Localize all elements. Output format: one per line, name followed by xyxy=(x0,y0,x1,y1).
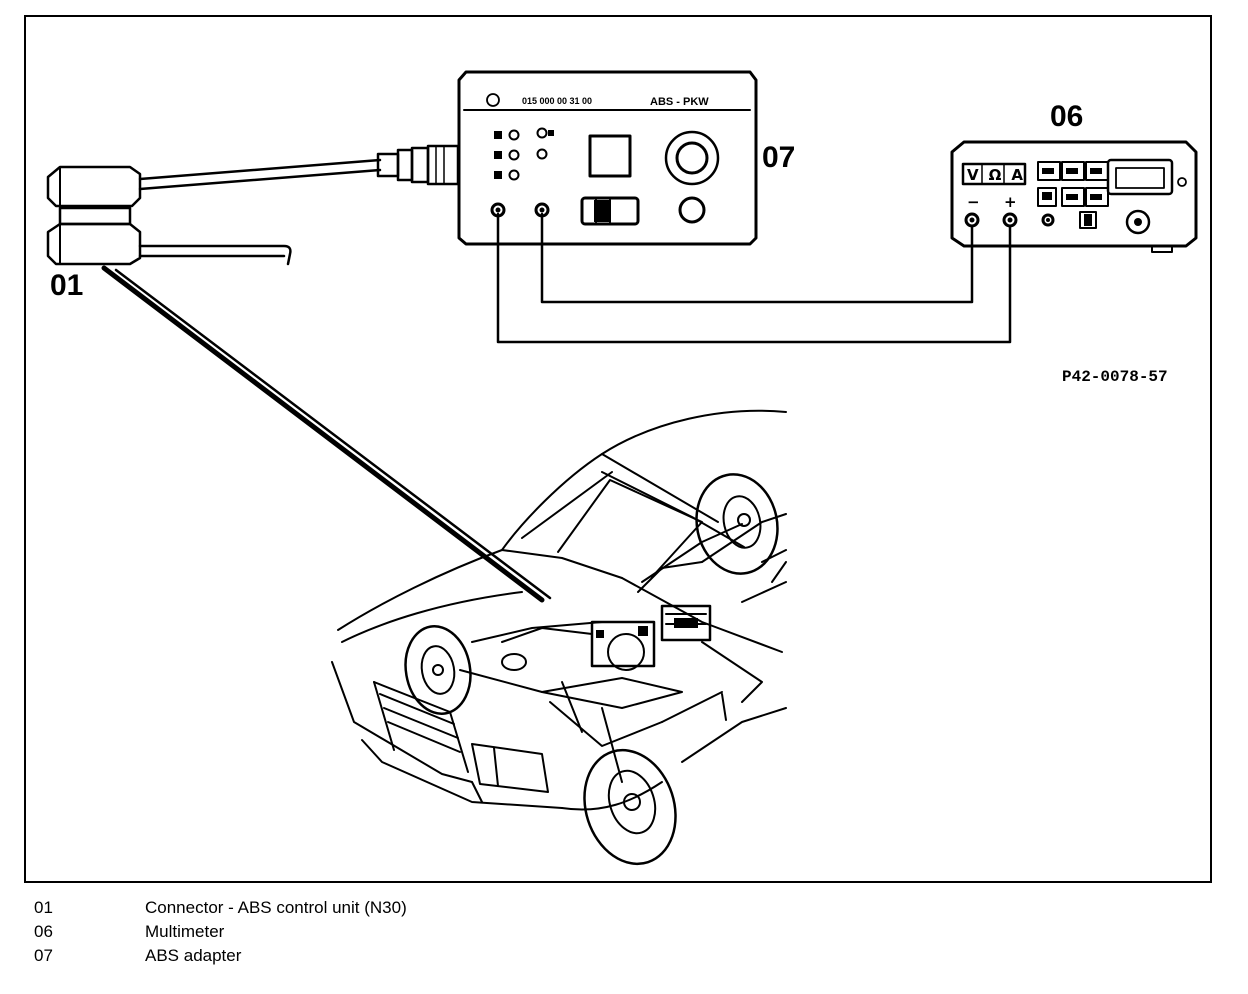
harness-line xyxy=(101,265,545,603)
test-leads xyxy=(496,212,1012,344)
callout-06: 06 xyxy=(1050,100,1083,133)
callout-07: 07 xyxy=(762,141,795,174)
diagram-svg: 01 07 06 P42-0078-57 015 000 00 31 00 AB… xyxy=(46,70,1198,866)
connector-01 xyxy=(46,144,460,266)
legend-row: 06 Multimeter xyxy=(34,920,834,944)
legend-row: 07 ABS adapter xyxy=(34,944,834,968)
multimeter-modes: V Ω A xyxy=(967,166,1023,184)
multimeter-06 xyxy=(950,140,1198,253)
multimeter-neg-label: − xyxy=(967,193,980,211)
legend-row: 01 Connector - ABS control unit (N30) xyxy=(34,896,834,920)
legend-text: Connector - ABS control unit (N30) xyxy=(145,898,407,917)
diagram-frame: 01 07 06 P42-0078-57 015 000 00 31 00 AB… xyxy=(24,15,1212,883)
figure-reference: P42-0078-57 xyxy=(1062,368,1168,386)
adapter-title: ABS - PKW xyxy=(650,96,709,108)
legend: 01 Connector - ABS control unit (N30) 06… xyxy=(34,896,834,968)
multimeter-pos-label: + xyxy=(1004,193,1017,211)
legend-text: Multimeter xyxy=(145,922,225,941)
legend-code: 06 xyxy=(34,922,53,941)
callout-01: 01 xyxy=(50,269,83,302)
abs-adapter-07 xyxy=(457,70,758,246)
adapter-part-number: 015 000 00 31 00 xyxy=(522,96,592,106)
legend-text: ABS adapter xyxy=(145,946,242,965)
car-illustration xyxy=(331,409,787,866)
legend-code: 01 xyxy=(34,898,53,917)
legend-code: 07 xyxy=(34,946,53,965)
